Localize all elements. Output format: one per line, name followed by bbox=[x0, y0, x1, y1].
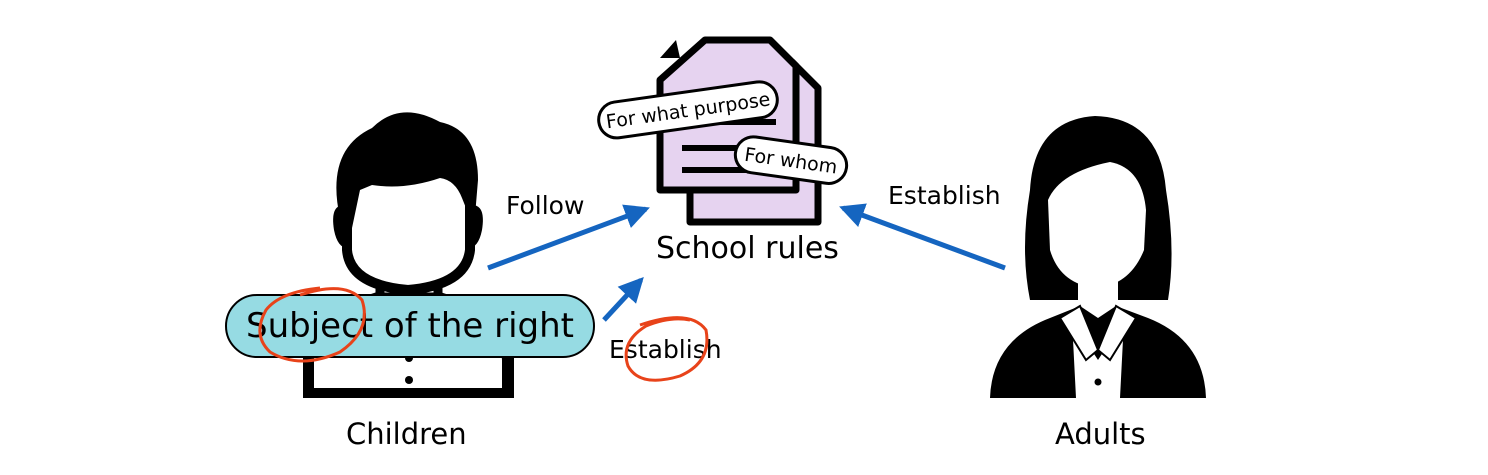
woman-avatar-icon bbox=[990, 116, 1206, 398]
adults-label: Adults bbox=[1055, 417, 1146, 451]
school-rules-label: School rules bbox=[656, 231, 839, 266]
tag-for-whom: For whom bbox=[733, 135, 849, 185]
hand-drawn-circle-subject bbox=[258, 286, 366, 363]
edge-label-establish-adult: Establish bbox=[888, 181, 1001, 210]
edge-label-follow: Follow bbox=[506, 191, 585, 220]
arrow-establish-child bbox=[602, 276, 644, 322]
hand-drawn-circle-establish bbox=[624, 316, 709, 382]
children-label: Children bbox=[346, 417, 467, 451]
subject-of-right-text: Subject of the right bbox=[246, 306, 574, 346]
arrow-establish-adult bbox=[839, 203, 1006, 271]
arrow-follow bbox=[487, 204, 650, 271]
subject-of-right-highlight: Subject of the right bbox=[225, 294, 595, 358]
